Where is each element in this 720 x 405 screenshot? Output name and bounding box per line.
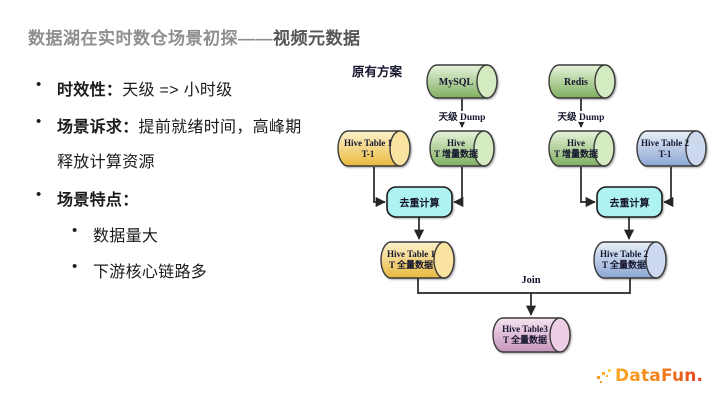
hive-table2-line2: T-1: [659, 149, 672, 159]
dump-label-bg: [558, 111, 604, 122]
bullet-scenario-demand-line2: 释放计算资源: [57, 148, 155, 172]
hive-inc-right-line1: Hive: [567, 138, 585, 148]
bullet-text: 数据量大: [93, 228, 159, 245]
bullet-dot: •: [36, 186, 42, 203]
bullet-scenario-traits: • 场景特点：: [36, 186, 139, 210]
cylinder-hive-incremental-right: Hive T 增量数据: [548, 130, 615, 167]
title-prefix: 数据湖在实时数仓场景初探——: [28, 29, 273, 48]
dedup-right-label: 去重计算: [610, 197, 650, 210]
sub-bullet-downstream-links: • 下游核心链路多: [72, 258, 207, 282]
hive-inc-left-line1: Hive: [447, 138, 465, 148]
hive-inc-left-line2: T 增量数据: [434, 148, 478, 159]
hive-table3-line1: Hive Table3: [502, 324, 548, 334]
hive-table1-line2: T-1: [362, 149, 375, 159]
dedup-left-label: 去重计算: [400, 197, 440, 210]
edge-t2-dedup: [663, 167, 674, 208]
hive-full1-line2: T 全量数据: [389, 259, 433, 270]
page-title: 数据湖在实时数仓场景初探——视频元数据: [28, 24, 361, 49]
cylinder-hive-table1: Hive Table 1 T-1: [337, 130, 411, 167]
cylinder-hive-incremental-left: Hive T 增量数据: [429, 130, 495, 167]
flow-diagram: 原有方案 MySQL Redis 天级: [337, 64, 707, 353]
bullet-text: 下游核心链路多: [93, 264, 208, 281]
dump-left-label: 天级 Dump: [439, 111, 486, 123]
sub-bullet-data-volume: • 数据量大: [72, 222, 158, 246]
edge-t1-dedup: [373, 167, 386, 208]
bullet-dot: •: [72, 222, 78, 239]
datafun-logo: DataFun.: [597, 366, 703, 390]
plan-label: 原有方案: [352, 64, 403, 79]
dump-right-label: 天级 Dump: [558, 111, 605, 123]
bullet-dot: •: [72, 258, 78, 275]
edge-incl-dedup: [453, 167, 464, 208]
dump-labels: 天级 Dump 天级 Dump: [439, 111, 605, 123]
sparkle-icon: [597, 369, 611, 383]
bullet-text: 场景特点：: [57, 192, 139, 209]
bullet-text: 释放计算资源: [57, 154, 155, 171]
bullet-dot: •: [36, 76, 42, 93]
bullet-text: 场景诉求：提前就绪时间，高峰期: [57, 119, 302, 136]
cylinder-hive-full1: Hive Table 1 T 全量数据: [380, 241, 455, 279]
connectors: [373, 99, 674, 316]
bullet-scenario-demand: • 场景诉求：提前就绪时间，高峰期: [36, 113, 302, 137]
hive-full2-line2: T 全量数据: [602, 259, 646, 270]
logo-text: DataFun.: [615, 366, 704, 386]
cylinder-hive-table3: Hive Table3 T 全量数据: [492, 317, 571, 353]
hive-table1-line1: Hive Table 1: [344, 138, 393, 148]
dump-label-bg: [439, 111, 485, 122]
hive-table3-line2: T 全量数据: [503, 334, 547, 345]
cylinder-hive-table2: Hive Table 2 T-1: [636, 130, 707, 167]
bullet-timeliness: • 时效性：天级 => 小时级: [36, 76, 232, 100]
join-label: Join: [521, 275, 540, 286]
bullet-text: 时效性：天级 => 小时级: [57, 82, 233, 99]
bullet-dot: •: [36, 113, 42, 130]
redis-label: Redis: [564, 77, 588, 88]
cylinder-hive-full2: Hive Table 2 T 全量数据: [593, 241, 667, 279]
edge-join-merge: [417, 278, 631, 294]
cylinder-redis: Redis: [548, 64, 616, 99]
hive-inc-right-line2: T 增量数据: [554, 148, 598, 159]
hive-full1-line1: Hive Table 1: [387, 249, 436, 259]
edge-incr-dedup: [580, 167, 596, 208]
dedup-box-right: 去重计算: [596, 186, 663, 218]
cylinder-mysql: MySQL: [426, 64, 498, 99]
title-emphasis: 视频元数据: [273, 29, 361, 48]
hive-table2-line1: Hive Table 2: [641, 138, 690, 148]
hive-full2-line1: Hive Table 2: [600, 249, 649, 259]
dedup-box-left: 去重计算: [386, 186, 453, 218]
mysql-label: MySQL: [439, 77, 474, 88]
